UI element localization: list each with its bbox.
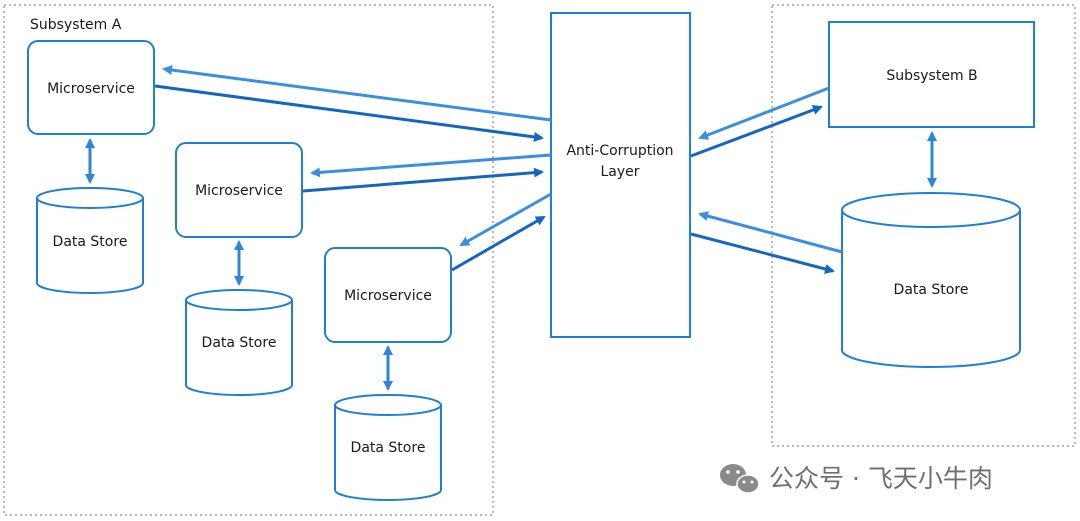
anti-corruption-layer: Anti-Corruption Layer: [550, 12, 691, 338]
arrow-acl-to-dsb: [690, 232, 835, 274]
arrow-dsb-to-acl: [698, 211, 843, 254]
data-store-b-label: Data Store: [894, 282, 969, 298]
arrow-acl-to-subb: [690, 105, 823, 158]
subsystem-b-title: Subsystem B: [886, 68, 977, 84]
acl-label-line2: Layer: [600, 164, 639, 180]
arrow-subb-to-acl: [698, 86, 830, 140]
arrow-acl-to-ms2: [310, 153, 552, 178]
wechat-icon: [720, 464, 760, 494]
data-store-a-2-label: Data Store: [202, 335, 277, 351]
subsystem-b-boundary: [771, 4, 1076, 447]
data-store-a-1-label: Data Store: [53, 234, 128, 250]
microservice-3-label: Microservice: [344, 288, 432, 304]
data-store-a-3: Data Store: [334, 394, 442, 501]
watermark: 公众号 · 飞天小牛肉: [720, 464, 993, 494]
subsystem-b: Subsystem B: [828, 21, 1035, 128]
subsystem-a-title: Subsystem A: [30, 17, 122, 33]
arrow-ms3-to-acl: [451, 215, 546, 272]
watermark-text: 公众号 · 飞天小牛肉: [769, 464, 993, 493]
microservice-2: Microservice: [175, 142, 303, 238]
data-store-a-1: Data Store: [36, 187, 144, 294]
microservice-1-label: Microservice: [47, 81, 135, 97]
arrow-ms2-to-acl: [302, 167, 544, 193]
microservice-3: Microservice: [324, 247, 452, 343]
data-store-b: Data Store: [841, 192, 1021, 368]
microservice-1: Microservice: [27, 40, 155, 135]
arrow-acl-to-ms3: [459, 192, 552, 247]
data-store-a-2: Data Store: [185, 289, 293, 396]
arrow-acl-to-ms1: [162, 65, 552, 122]
microservice-2-label: Microservice: [195, 183, 283, 199]
acl-label-line1: Anti-Corruption: [566, 143, 673, 159]
data-store-a-3-label: Data Store: [351, 440, 426, 456]
arrow-ms1-to-acl: [154, 84, 544, 142]
